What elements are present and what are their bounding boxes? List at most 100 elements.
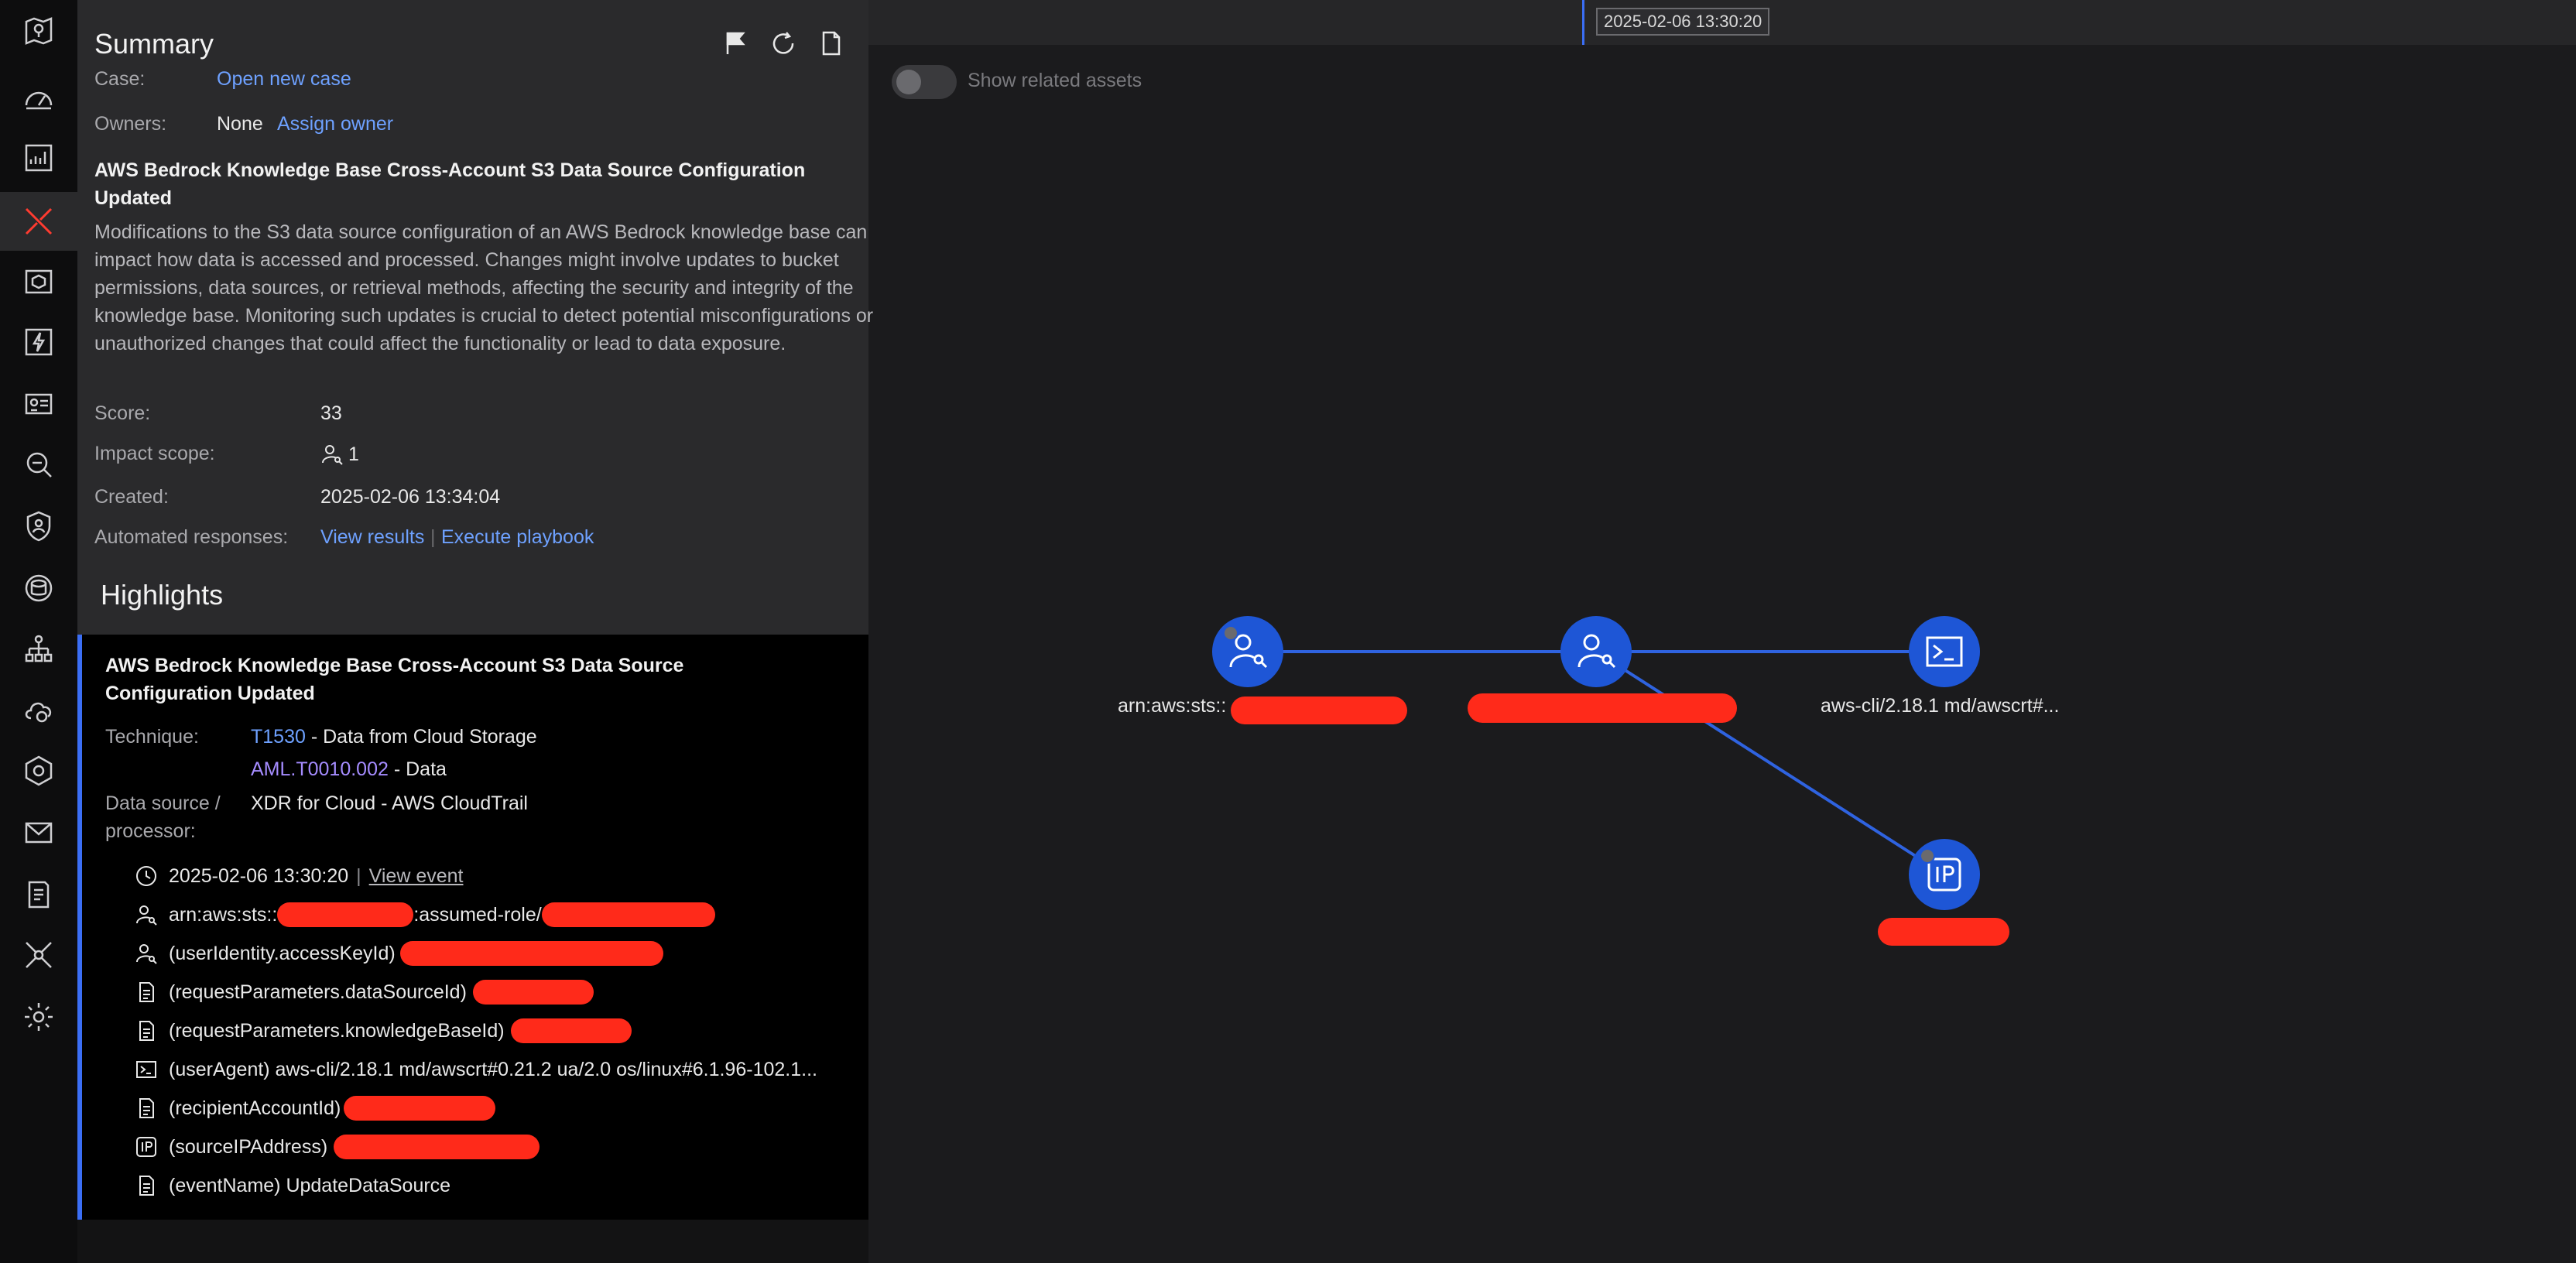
nav-rail <box>0 0 77 1263</box>
identity-node[interactable] <box>1560 616 1632 687</box>
alert-description: Modifications to the S3 data source conf… <box>94 221 874 354</box>
event-row-text-mid: :assumed-role/ <box>413 903 542 926</box>
ip-icon <box>136 1137 156 1157</box>
event-row-text: (requestParameters.dataSourceId) <box>169 981 467 1003</box>
event-row-arn: arn:aws:sts:: :assumed-role/ <box>135 899 715 930</box>
view-event-link[interactable]: View event <box>368 864 464 887</box>
clock-icon <box>136 866 156 886</box>
technique-1: T1530 - Data from Cloud Storage <box>251 723 537 751</box>
event-row-text: (sourceIPAddress) <box>169 1135 328 1158</box>
search-investigate-icon[interactable] <box>0 435 77 494</box>
role-node[interactable] <box>1212 616 1283 687</box>
event-time: 2025-02-06 13:30:20 <box>169 864 349 887</box>
hierarchy-icon[interactable] <box>0 619 77 678</box>
user-key-icon <box>1577 634 1616 669</box>
show-related-assets-toggle[interactable] <box>892 65 957 99</box>
created-value: 2025-02-06 13:34:04 <box>320 486 501 508</box>
score-label: Score: <box>94 402 151 424</box>
toggle-knob <box>896 70 921 94</box>
assign-owner-link[interactable]: Assign owner <box>277 113 394 135</box>
redaction-mark <box>344 1096 496 1121</box>
flag-icon[interactable] <box>721 29 749 57</box>
event-separator: | <box>356 864 361 887</box>
document-icon <box>139 1098 154 1118</box>
highlights-title: Highlights <box>101 579 224 611</box>
technique-2-name: - Data <box>388 758 447 780</box>
user-agent-node[interactable] <box>1909 616 1980 687</box>
document-icon[interactable] <box>817 29 845 57</box>
user-key-icon <box>1229 634 1268 669</box>
case-label: Case: <box>94 68 146 90</box>
terminal-icon <box>1926 636 1963 667</box>
document-icon[interactable] <box>0 865 77 924</box>
redaction-mark <box>472 980 594 1005</box>
data-source-label: Data source / processor: <box>105 792 221 842</box>
refresh-icon[interactable] <box>769 29 797 57</box>
ip-icon <box>1927 857 1961 892</box>
event-time-row: 2025-02-06 13:30:20 | View event <box>135 861 464 892</box>
event-row-text: (userAgent) aws-cli/2.18.1 md/awscrt#0.2… <box>169 1058 817 1080</box>
summary-section: Summary Case: Open new case Owners: None… <box>77 0 873 635</box>
score-value: 33 <box>320 402 342 424</box>
user-shield-icon[interactable] <box>0 497 77 556</box>
document-icon <box>139 982 154 1002</box>
technique-label: Technique: <box>105 726 199 748</box>
execute-playbook-link[interactable]: Execute playbook <box>441 526 594 548</box>
redaction-mark <box>541 902 715 927</box>
user-key-icon <box>322 445 343 465</box>
network-icon[interactable] <box>0 926 77 984</box>
cloud-icon[interactable] <box>0 681 77 740</box>
redaction-mark <box>1231 697 1407 724</box>
open-new-case-link[interactable]: Open new case <box>217 68 351 90</box>
settings-hex-icon[interactable] <box>0 741 77 800</box>
event-row-user-agent: (userAgent) aws-cli/2.18.1 md/awscrt#0.2… <box>135 1054 817 1085</box>
incident-card-icon[interactable] <box>0 375 77 433</box>
owners-label: Owners: <box>94 113 167 135</box>
user-key-icon <box>136 905 157 926</box>
data-source-value: XDR for Cloud - AWS CloudTrail <box>251 792 528 814</box>
highlight-card[interactable]: AWS Bedrock Knowledge Base Cross-Account… <box>77 635 868 1220</box>
ip-node[interactable] <box>1909 839 1980 910</box>
event-row-event-name: (eventName) UpdateDataSource <box>135 1170 450 1201</box>
event-row-text: (requestParameters.knowledgeBaseId) <box>169 1019 505 1042</box>
technique-1-name: - Data from Cloud Storage <box>305 726 537 748</box>
dashboard-gauge-icon[interactable] <box>0 70 77 128</box>
event-row-text: arn:aws:sts:: <box>169 903 278 926</box>
technique-1-link[interactable]: T1530 <box>251 726 306 748</box>
summary-actions <box>721 29 845 57</box>
mail-icon[interactable] <box>0 803 77 862</box>
event-row-text: (eventName) UpdateDataSource <box>169 1174 451 1196</box>
redaction-mark <box>1468 693 1737 723</box>
owners-value: None <box>217 113 263 135</box>
event-row-text: (userIdentity.accessKeyId) <box>169 942 396 964</box>
xdr-logo-icon[interactable] <box>0 192 77 251</box>
assets-icon[interactable] <box>0 252 77 311</box>
alert-title: AWS Bedrock Knowledge Base Cross-Account… <box>94 159 806 209</box>
event-row-access-key: (userIdentity.accessKeyId) <box>135 938 663 969</box>
redaction-mark <box>510 1018 632 1043</box>
redaction-mark <box>1878 918 2009 946</box>
gear-icon[interactable] <box>0 987 77 1046</box>
graph-edge <box>1595 650 1946 876</box>
document-icon <box>139 1021 154 1041</box>
map-pin-icon[interactable] <box>0 2 77 60</box>
view-results-link[interactable]: View results <box>320 526 425 548</box>
impact-scope-label: Impact scope: <box>94 443 215 464</box>
impact-scope-count: 1 <box>348 443 359 465</box>
role-node-label: arn:aws:sts:: <box>1118 695 1227 717</box>
automated-responses-label: Automated responses: <box>94 526 289 548</box>
lightning-icon[interactable] <box>0 313 77 371</box>
link-separator: | <box>430 526 436 548</box>
database-icon[interactable] <box>0 559 77 618</box>
redaction-mark <box>334 1135 540 1159</box>
timeline-marker <box>1582 0 1584 45</box>
technique-2: AML.T0010.002 - Data <box>251 755 447 783</box>
technique-2-link[interactable]: AML.T0010.002 <box>251 758 389 780</box>
highlight-title: AWS Bedrock Knowledge Base Cross-Account… <box>105 655 684 704</box>
reports-chart-icon[interactable] <box>0 128 77 187</box>
event-row-recipient-account: (recipientAccountId) <box>135 1093 496 1124</box>
user-key-icon <box>136 944 157 964</box>
document-icon <box>139 1176 154 1196</box>
terminal-icon <box>136 1061 156 1078</box>
show-related-assets-label: Show related assets <box>968 70 1142 91</box>
